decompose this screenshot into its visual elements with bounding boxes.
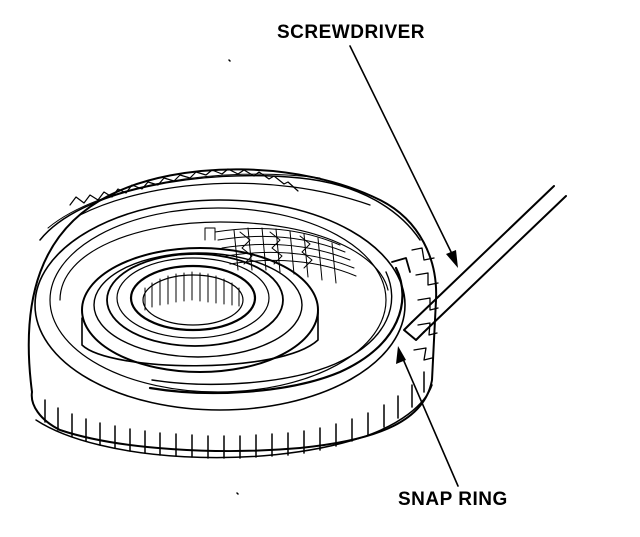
drum-bottom-splines [35, 371, 433, 459]
snap-ring-leader-line [399, 351, 459, 487]
snap-ring-label: SNAP RING [398, 489, 508, 510]
screwdriver [403, 185, 567, 341]
drum-top-splines [69, 168, 371, 216]
scan-specks [228, 59, 239, 495]
drum-outer-body [27, 168, 438, 452]
screwdriver-arrowhead [446, 250, 458, 268]
center-hub [81, 247, 319, 373]
snap-ring [148, 257, 411, 395]
inner-spline-bore [129, 264, 257, 332]
snap-ring-arrowhead [396, 346, 406, 364]
leader-lines [349, 45, 459, 487]
leader-arrowheads [396, 250, 458, 364]
screwdriver-leader-line [349, 45, 457, 263]
screwdriver-label: SCREWDRIVER [277, 22, 426, 43]
